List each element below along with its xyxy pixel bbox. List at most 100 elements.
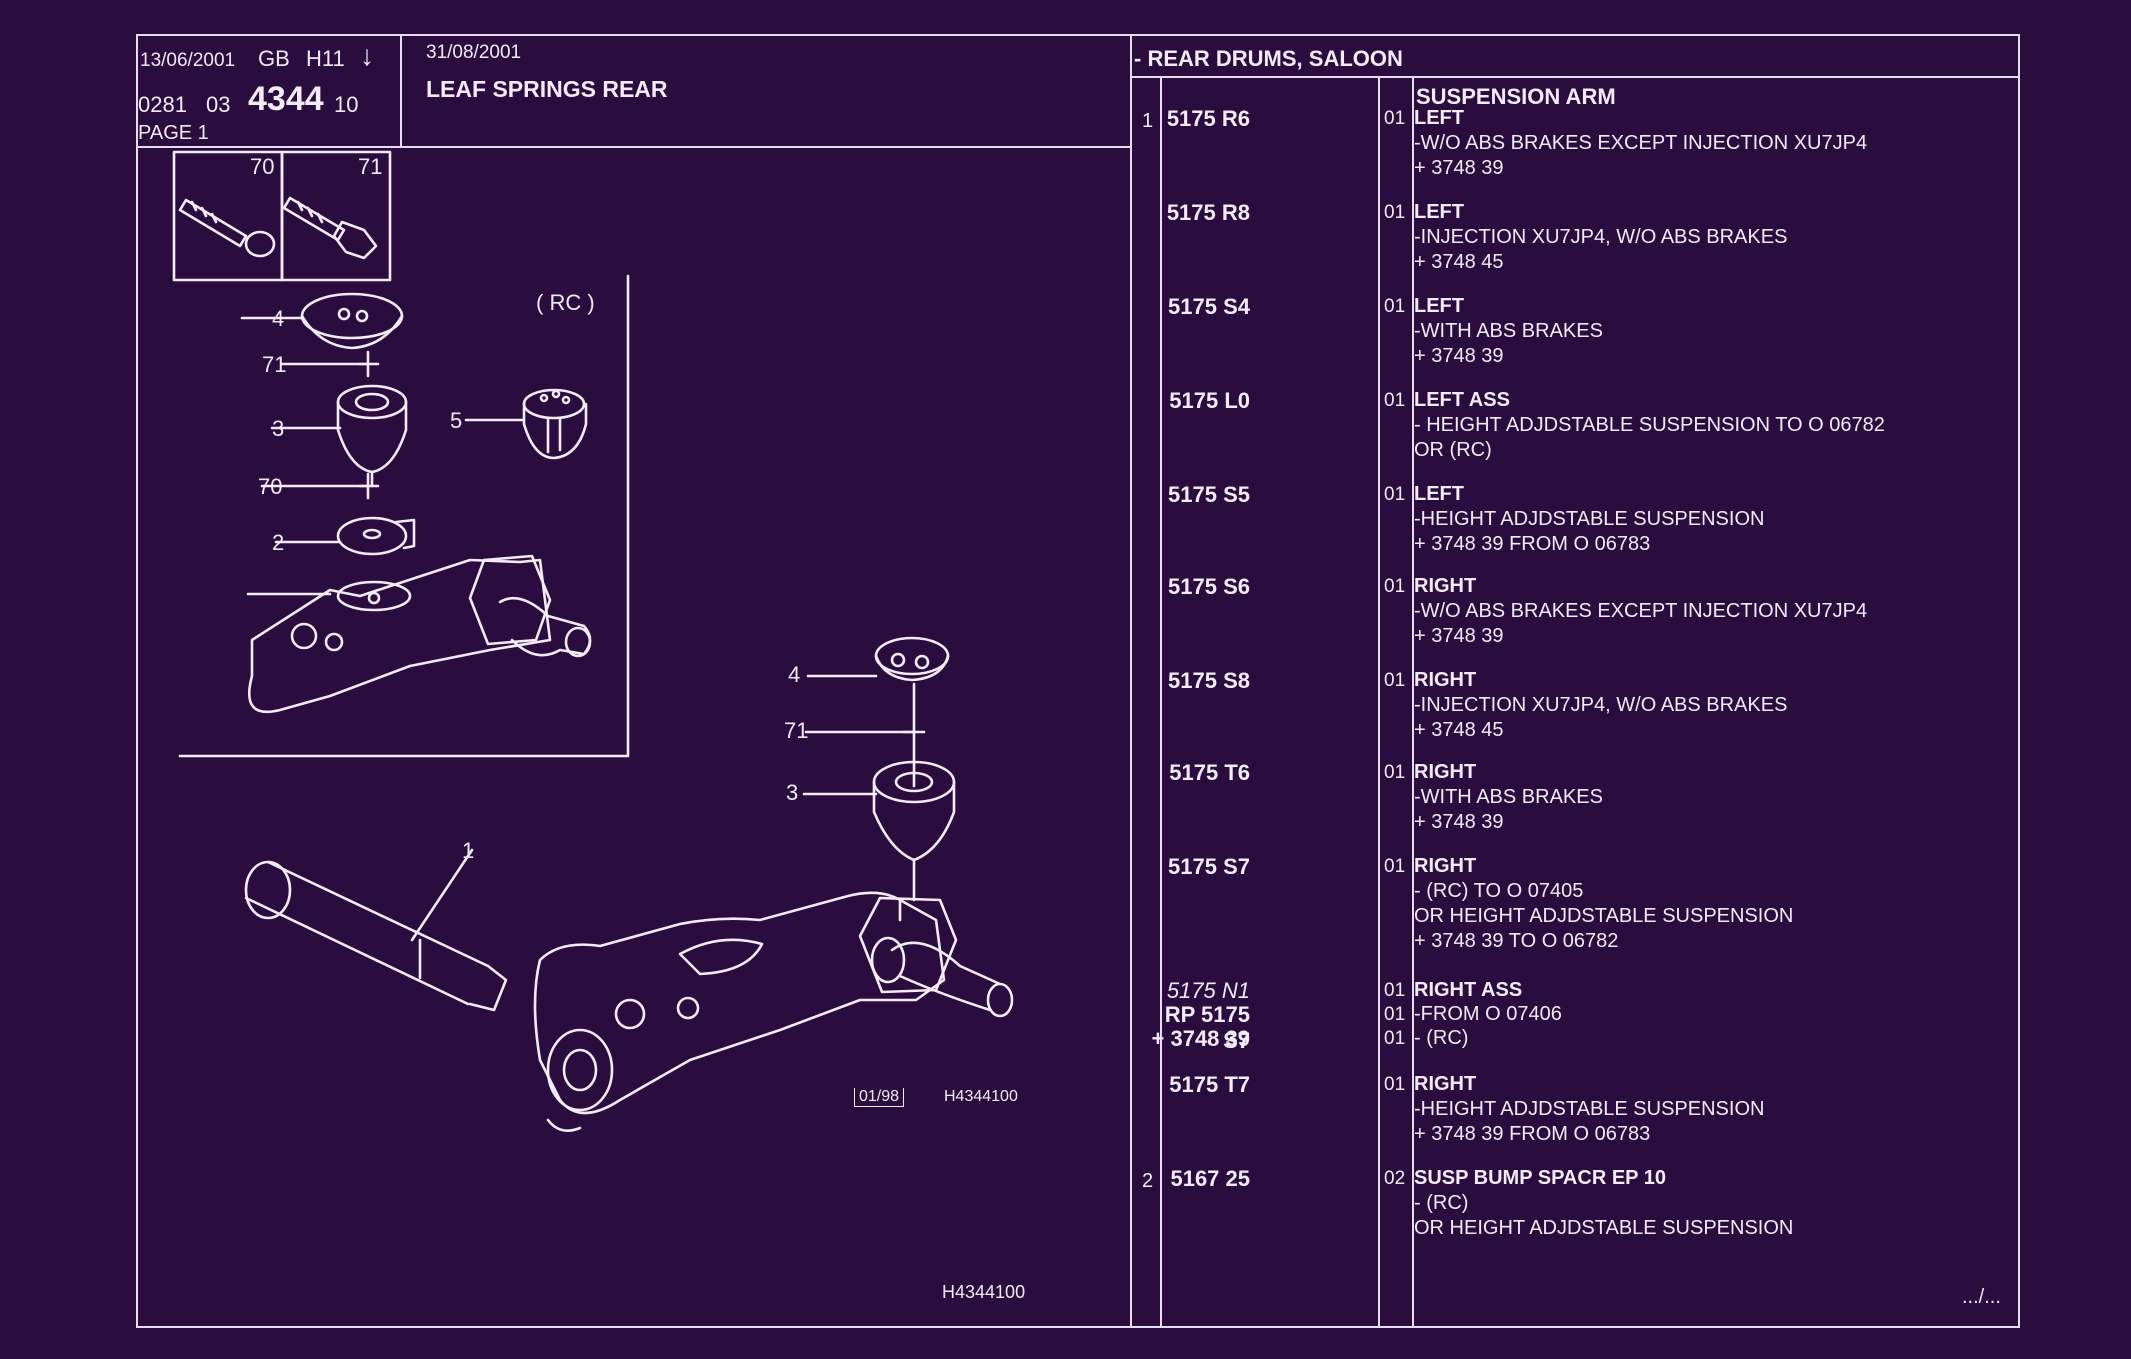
description-line: - (RC) (1414, 1027, 1469, 1049)
description-line: + 3748 39 FROM O 06783 (1414, 1123, 1651, 1145)
bolt-71-box (280, 150, 392, 282)
parts-row-reference: 5175 N1 (1166, 978, 1250, 1003)
parts-row-reference: RP 5175 S7 (1164, 1002, 1250, 1053)
header-divider-right (1130, 76, 2020, 78)
diagram-reference: H4344100 (944, 1088, 1018, 1105)
description-line: -INJECTION XU7JP4, W/O ABS BRAKES (1414, 226, 1788, 248)
parts-row: RP 5175 S7 01 -FROM O 07406 (1132, 1002, 2012, 1092)
col-item-divider (1160, 78, 1162, 1328)
parts-row-description: RIGHT-INJECTION XU7JP4, W/O ABS BRAKES+ … (1414, 668, 1787, 743)
bolt-70-drawing (178, 198, 276, 258)
suspension-arm-drawing (244, 848, 1014, 1132)
parts-row-quantity: 01 (1384, 202, 1406, 223)
description-line: LEFT (1414, 295, 1464, 317)
parts-row-quantity: 01 (1384, 670, 1406, 691)
description-line: OR HEIGHT ADJDSTABLE SUSPENSION (1414, 905, 1794, 927)
parts-row: 5175 T7 01 RIGHT-HEIGHT ADJDSTABLE SUSPENS… (1132, 1072, 2012, 1162)
description-line: LEFT (1414, 107, 1464, 129)
parts-row-description: LEFT -W/O ABS BRAKES EXCEPT INJECTION XU7… (1414, 106, 1867, 181)
parts-row-quantity: 01 (1384, 1028, 1406, 1049)
parts-row-description: LEFT-WITH ABS BRAKES+ 3748 39 (1414, 294, 1603, 369)
description-line: SUSP BUMP SPACR EP 10 (1414, 1167, 1666, 1189)
model-code: H11 (306, 46, 345, 71)
parts-heading: SUSPENSION ARM (1416, 84, 1616, 109)
description-line: + 3748 39 (1414, 811, 1504, 833)
header-col-divider (400, 34, 402, 146)
callout-71-box: 71 (358, 154, 383, 179)
language-code: GB (258, 46, 290, 71)
parts-row-reference: 5175 S5 (1168, 482, 1250, 507)
description-line: OR HEIGHT ADJDSTABLE SUSPENSION (1414, 1217, 1794, 1239)
revision-stamp: 01/98 (854, 1088, 905, 1107)
description-line: RIGHT (1414, 761, 1477, 783)
rc-label: ( RC ) (536, 290, 595, 315)
rc-inset-frame (178, 274, 630, 758)
description-line: -INJECTION XU7JP4, W/O ABS BRAKES (1414, 694, 1788, 716)
description-line: -FROM O 07406 (1414, 1003, 1562, 1025)
parts-row-reference: 5175 L0 (1169, 388, 1250, 413)
parts-row-quantity: 02 (1384, 1168, 1406, 1189)
parts-row-description: - (RC) (1414, 1026, 1468, 1051)
plate-suffix: 10 (334, 92, 359, 117)
parts-row-quantity: 01 (1384, 856, 1406, 877)
outer-frame (136, 34, 2020, 1328)
description-line: RIGHT (1414, 855, 1477, 877)
parts-row-description: RIGHT-W/O ABS BRAKES EXCEPT INJECTION XU… (1414, 574, 1867, 649)
callout-5: 5 (450, 408, 463, 433)
parts-row-reference: 5175 S8 (1168, 668, 1250, 693)
parts-row-reference: 5175 S6 (1168, 574, 1250, 599)
description-line: + 3748 39 TO O 06782 (1414, 930, 1619, 952)
description-line: + 3748 45 (1414, 719, 1504, 741)
parts-row-reference: 5175 T7 (1169, 1072, 1250, 1097)
parts-row-description: RIGHT-HEIGHT ADJDSTABLE SUSPENSION+ 3748… (1414, 1072, 1764, 1147)
description-line: -WITH ABS BRAKES (1414, 786, 1603, 808)
parts-row-quantity: 01 (1384, 390, 1406, 411)
main-stack (802, 636, 956, 902)
diagram-reference-bottom: H4344100 (942, 1282, 1026, 1302)
parts-row: 5175 S8 01 RIGHT-INJECTION XU7JP4, W/O ABS… (1132, 668, 2012, 758)
description-line: -W/O ABS BRAKES EXCEPT INJECTION XU7JP4 (1414, 600, 1868, 622)
parts-row-reference: 5167 25 (1170, 1166, 1250, 1191)
description-line: LEFT (1414, 201, 1464, 223)
description-line: -HEIGHT ADJDSTABLE SUSPENSION (1414, 508, 1765, 530)
parts-row-quantity: 01 (1384, 1074, 1406, 1095)
callout-2-inset: 2 (272, 530, 285, 555)
continuation-mark: .../... (1962, 1286, 2001, 1308)
parts-row-reference: 5175 S4 (1168, 294, 1250, 319)
description-line: LEFT ASS (1414, 389, 1510, 411)
parts-row-description: -FROM O 07406 (1414, 1002, 1562, 1027)
callout-1-main: 1 (462, 838, 475, 863)
parts-row-item: 1 (1142, 110, 1154, 132)
callout-4-main: 4 (788, 662, 801, 687)
parts-row-quantity: 01 (1384, 1004, 1406, 1025)
parts-row-item: 2 (1142, 1170, 1154, 1192)
parts-row-quantity: 01 (1384, 762, 1406, 783)
page-number: PAGE 1 (138, 122, 209, 144)
inset-stack (240, 292, 592, 714)
header-divider (136, 146, 1132, 148)
callout-70-inset: 70 (258, 474, 283, 499)
description-line: - (RC) TO O 07405 (1414, 880, 1584, 902)
description-line: -HEIGHT ADJDSTABLE SUSPENSION (1414, 1098, 1765, 1120)
description-line: -W/O ABS BRAKES EXCEPT INJECTION XU7JP4 (1414, 132, 1868, 154)
parts-row: 1 5175 R6 01 LEFT -W/O ABS BRAKES EXCEPT INJ… (1132, 106, 2012, 196)
description-line: RIGHT ASS (1414, 979, 1523, 1001)
parts-row-reference: 5175 R6 (1166, 106, 1250, 131)
exploded-parts-diagram (172, 150, 1014, 1132)
callout-70-box: 70 (250, 154, 275, 179)
description-line: OR (RC) (1414, 439, 1492, 461)
parts-row-description: RIGHT ASS (1414, 978, 1522, 1003)
bolt-71-drawing (282, 196, 378, 260)
parts-row: 5175 N1 01 RIGHT ASS (1132, 978, 2012, 1068)
callout-71-main: 71 (784, 718, 809, 743)
parts-row-quantity: 01 (1384, 108, 1406, 129)
print-date: 13/06/2001 (140, 50, 236, 71)
subgroup-code: 03 (206, 92, 231, 117)
parts-row-reference: 5175 S7 (1168, 854, 1250, 879)
